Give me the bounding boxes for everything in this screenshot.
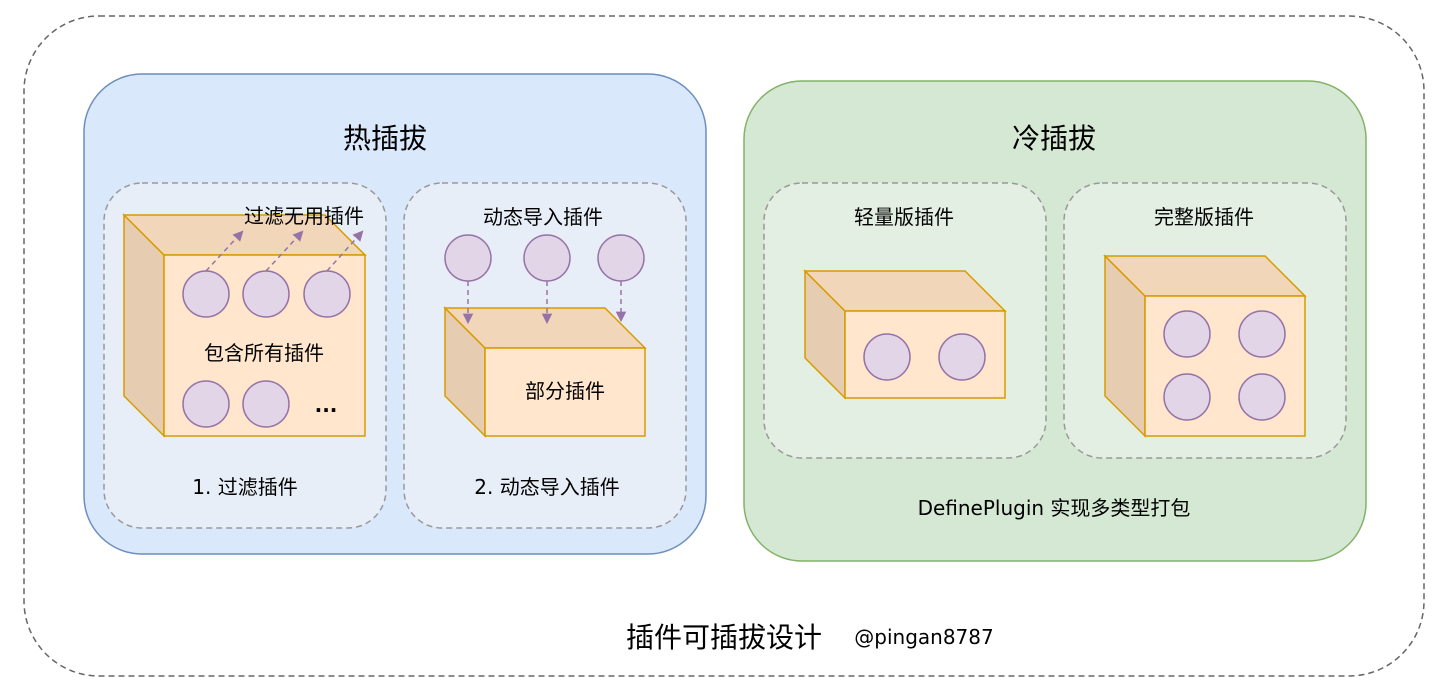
full-plugins-box-front <box>1144 295 1306 437</box>
plugin-circle <box>444 234 492 282</box>
partial-plugins-label: 部分插件 <box>525 379 605 403</box>
plugin-circle <box>523 234 571 282</box>
plugin-circle <box>938 333 986 381</box>
filter-arrow-label: 过滤无用插件 <box>244 204 364 228</box>
plugin-circle <box>182 270 230 318</box>
plugin-circle <box>182 380 230 428</box>
cold-plug-title: 冷插拔 <box>1012 122 1096 155</box>
plugin-circle <box>1163 373 1211 421</box>
lite-plugins-box <box>803 269 1007 400</box>
author-handle: @pingan8787 <box>854 625 993 649</box>
plugin-circle <box>863 333 911 381</box>
plugin-circle <box>597 234 645 282</box>
partial-plugins-box-front <box>484 347 646 437</box>
plugin-circle <box>242 380 290 428</box>
plugin-circle <box>1163 310 1211 358</box>
cold-caption: DefinePlugin 实现多类型打包 <box>918 496 1191 520</box>
full-label: 完整版插件 <box>1154 205 1254 229</box>
all-plugins-label: 包含所有插件 <box>204 341 324 365</box>
filter-caption: 1. 过滤插件 <box>192 475 297 499</box>
lite-label: 轻量版插件 <box>854 205 954 229</box>
diagram-caption: 插件可插拔设计 <box>626 621 822 654</box>
partial-plugins-box <box>443 306 647 438</box>
dynamic-top-label: 动态导入插件 <box>483 205 603 229</box>
dynamic-caption: 2. 动态导入插件 <box>474 475 619 499</box>
plugin-circle <box>1238 310 1286 358</box>
plugin-circle <box>1238 373 1286 421</box>
plugin-circle <box>303 270 351 318</box>
hot-plug-title: 热插拔 <box>343 122 427 155</box>
plugin-circle <box>242 270 290 318</box>
more-ellipsis: ... <box>315 393 338 417</box>
